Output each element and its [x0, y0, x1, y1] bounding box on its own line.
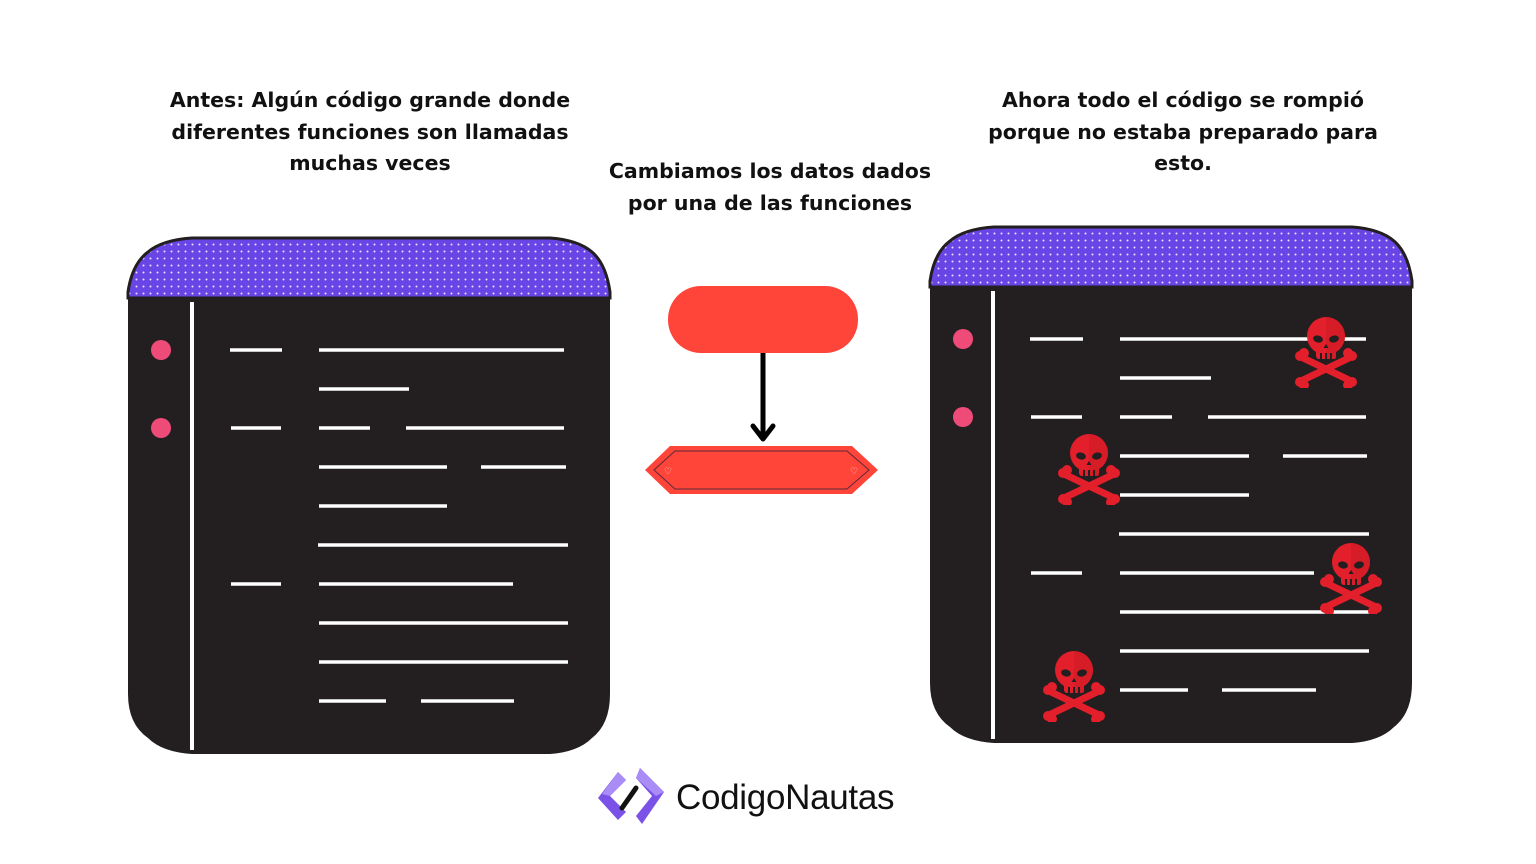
gutter-dot	[953, 329, 973, 349]
caption-after-line: esto.	[1154, 151, 1212, 175]
window-header	[928, 225, 1414, 289]
caption-after-line: Ahora todo el código se rompió	[1002, 88, 1364, 112]
caption-before-line: Antes: Algún código grande donde	[169, 88, 571, 112]
code-window-after	[928, 223, 1416, 747]
gutter-dot	[151, 418, 171, 438]
svg-text:♡: ♡	[664, 467, 672, 477]
window-body	[930, 283, 1412, 743]
code-window-before	[126, 234, 614, 758]
start-terminal	[668, 286, 858, 353]
code-lines	[230, 348, 568, 703]
skull-crossbones-icon	[1043, 650, 1105, 722]
caption-middle-line: Cambiamos los datos dados	[608, 159, 932, 183]
window-header	[126, 236, 612, 300]
caption-middle-line: por una de las funciones	[627, 190, 913, 215]
gutter-dot	[953, 407, 973, 427]
caption-after-line: porque no estaba preparado para	[988, 119, 1378, 144]
arrow-head-icon	[750, 423, 776, 442]
code-brackets-logo-icon	[598, 768, 664, 824]
skull-crossbones-icon	[1320, 542, 1382, 614]
caption-before-line: diferentes funciones son llamadas	[171, 119, 569, 144]
flow-diagram: ♡ ♡	[640, 284, 890, 514]
brand-logo: CodigoNautas	[596, 766, 895, 830]
window-body	[128, 294, 610, 754]
caption-after: Ahora todo el código se rompió porque no…	[963, 85, 1403, 180]
process-hexagon	[645, 446, 878, 494]
skull-crossbones-icon	[1295, 316, 1357, 388]
skull-crossbones-icon	[1058, 433, 1120, 505]
svg-text:♡: ♡	[850, 467, 858, 477]
caption-before-line: muchas veces	[289, 151, 451, 175]
brand-name: CodigoNautas	[676, 778, 895, 817]
caption-middle: Cambiamos los datos dados por una de las…	[580, 156, 960, 219]
caption-before: Antes: Algún código grande donde diferen…	[150, 85, 590, 180]
gutter-dot	[151, 340, 171, 360]
